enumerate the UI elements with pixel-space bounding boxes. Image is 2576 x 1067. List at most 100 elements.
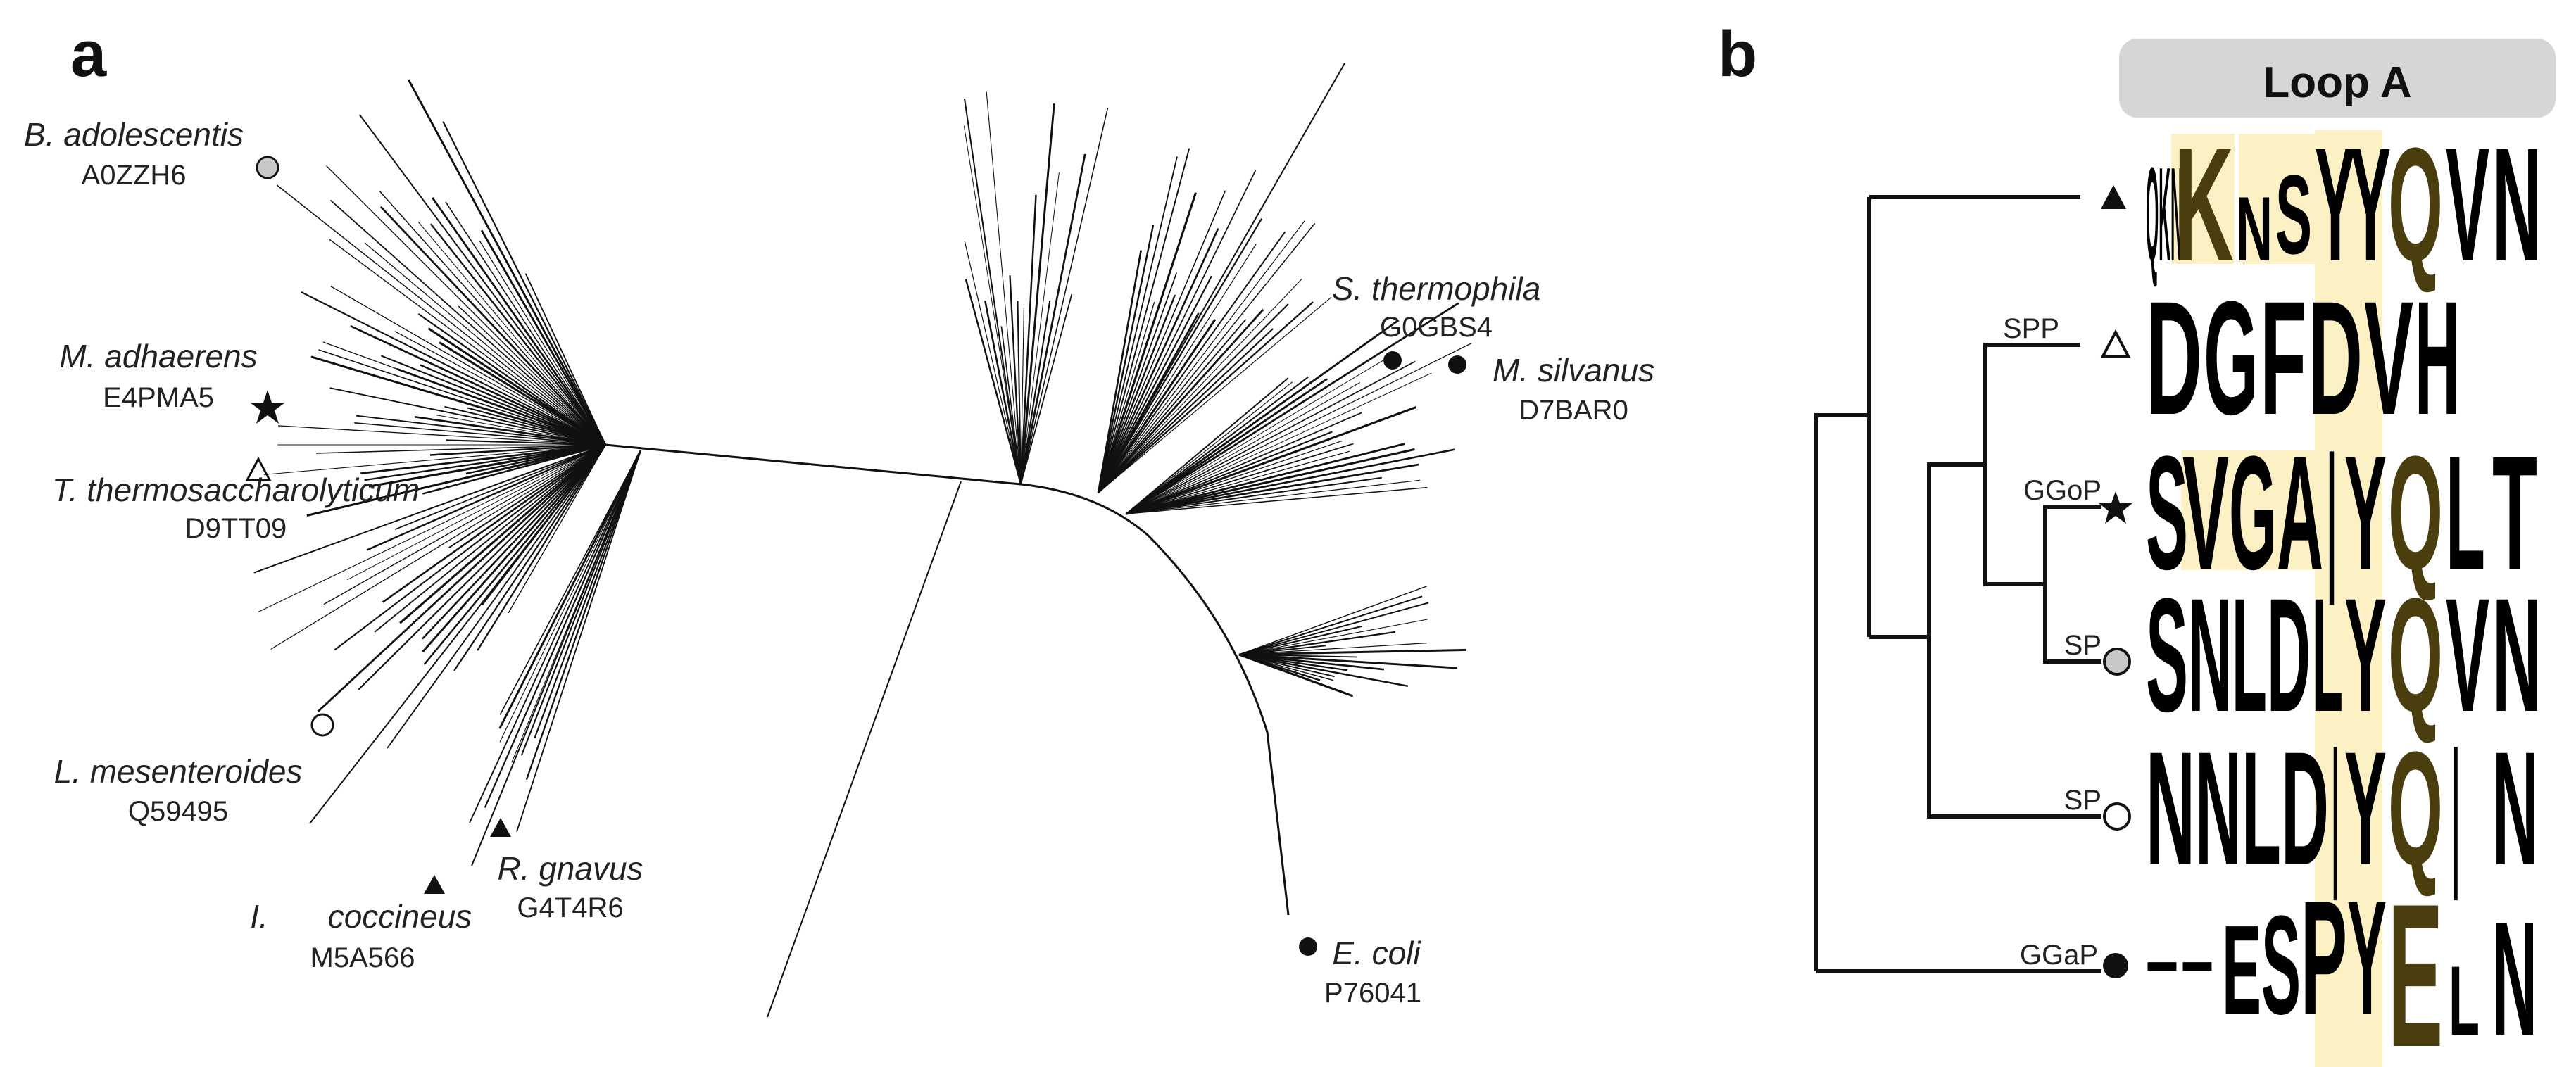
gray-circle-marker bbox=[2103, 648, 2131, 676]
logo-letter: S bbox=[2275, 151, 2312, 277]
tree-branch bbox=[1000, 326, 1022, 485]
logo-letter: V bbox=[2182, 422, 2229, 603]
tree-branch bbox=[1126, 377, 1289, 514]
tree-branch bbox=[1020, 172, 1060, 485]
tree-branch bbox=[1238, 602, 1429, 655]
logo-letter: N bbox=[2146, 718, 2195, 899]
tree-branch bbox=[1098, 222, 1316, 493]
highlight-yy bbox=[2239, 134, 2315, 264]
tree-branch bbox=[1098, 170, 1257, 493]
logo-letter: D bbox=[2308, 267, 2363, 448]
logo-letter: E bbox=[2222, 899, 2261, 1041]
tree-branch bbox=[1097, 228, 1219, 493]
tree-branch bbox=[481, 444, 606, 606]
accession-label: D9TT09 bbox=[185, 513, 287, 544]
tree-branch bbox=[422, 444, 607, 652]
tree-branch bbox=[429, 223, 606, 446]
tree-branch bbox=[1098, 190, 1226, 493]
tree-branch bbox=[329, 387, 606, 446]
tree-branch bbox=[1098, 328, 1274, 493]
panel-a: a B. adolescentis A0ZZH6 M. adhaerens E4… bbox=[24, 18, 1654, 1018]
logo-letter: Y bbox=[2344, 422, 2387, 603]
highlight-columns bbox=[2171, 130, 2382, 1067]
logo-letter: H bbox=[2415, 267, 2460, 448]
tree-backbone bbox=[605, 443, 1290, 916]
tree-branch bbox=[480, 229, 607, 446]
tree-branch bbox=[445, 201, 606, 446]
gray-circle-marker bbox=[256, 156, 279, 179]
tree-branch bbox=[1098, 303, 1289, 493]
tree-branch bbox=[525, 450, 642, 781]
panel-a-label: a bbox=[70, 18, 107, 90]
logo-row-6: – – E S P Y E L N bbox=[2146, 861, 2537, 1067]
filled-circle-marker bbox=[1448, 355, 1466, 374]
tree-branch bbox=[448, 444, 606, 549]
accession-label: P76041 bbox=[1324, 978, 1421, 1009]
logo-letter: D bbox=[2267, 564, 2311, 745]
tree-branch bbox=[1238, 653, 1457, 669]
accession-label: M5A566 bbox=[310, 942, 415, 973]
tree-branch bbox=[432, 197, 607, 446]
species-label: I. bbox=[250, 898, 268, 935]
tree-branch bbox=[1126, 319, 1400, 515]
logo-letter: G bbox=[2229, 422, 2277, 603]
tree-branch bbox=[310, 355, 606, 446]
tree-branch bbox=[1126, 448, 1455, 515]
tree-branch bbox=[986, 91, 1022, 485]
taxon-l-mesenteroides: L. mesenteroides Q59495 bbox=[54, 713, 334, 827]
tree-branch bbox=[1098, 218, 1263, 493]
branch-sp-open bbox=[1927, 637, 2101, 819]
logo-row-2: D G F D V H bbox=[2146, 267, 2460, 448]
tree-branch bbox=[415, 415, 606, 446]
tree-branch bbox=[498, 450, 642, 729]
accession-label: A0ZZH6 bbox=[82, 160, 187, 191]
logo-letter: Y bbox=[2344, 564, 2387, 745]
tree-branch bbox=[318, 349, 606, 446]
branch-long-2 bbox=[767, 481, 962, 1018]
logo-letter: P bbox=[2301, 867, 2347, 1048]
tree-branch bbox=[326, 165, 606, 446]
tree-branch bbox=[469, 450, 641, 823]
tree-branch bbox=[422, 444, 606, 640]
tree-branch bbox=[984, 301, 1022, 485]
logo-letter: V bbox=[2446, 114, 2489, 295]
logo-letter: N bbox=[2236, 177, 2273, 280]
tree-branch bbox=[264, 444, 606, 475]
filled-circle-marker bbox=[1299, 937, 1317, 956]
tree-branch bbox=[330, 286, 606, 446]
logo-letter: L bbox=[2232, 564, 2267, 745]
logo-letter: V bbox=[2364, 267, 2413, 448]
tree-branch bbox=[1238, 586, 1427, 655]
species-label: M. silvanus bbox=[1493, 352, 1654, 389]
tree-branch bbox=[484, 450, 642, 808]
logo-letter: N bbox=[2492, 114, 2542, 295]
tree-branch bbox=[1126, 302, 1459, 515]
accession-label: E4PMA5 bbox=[103, 382, 214, 413]
tree-branch bbox=[442, 121, 606, 446]
tree-branch bbox=[1126, 381, 1293, 514]
tree-branch bbox=[1126, 360, 1416, 514]
species-label: B. adolescentis bbox=[24, 116, 244, 153]
logo-letter: Q bbox=[2388, 718, 2443, 899]
branch-long-1 bbox=[471, 450, 641, 866]
logo-letter: D bbox=[2281, 718, 2329, 899]
tree-branch bbox=[317, 443, 606, 712]
logo-letter: S bbox=[2146, 564, 2188, 745]
tree-branch bbox=[277, 425, 606, 446]
species-label: E. coli bbox=[1332, 935, 1421, 971]
tree-branch bbox=[1019, 153, 1086, 485]
tree-branch bbox=[1126, 440, 1343, 514]
tree-branch bbox=[1238, 619, 1428, 655]
clade-root bbox=[1814, 413, 1869, 971]
logo-letter: Y bbox=[2344, 718, 2387, 899]
logo-letter: Q bbox=[2388, 114, 2443, 295]
logo-letter: | bbox=[2451, 718, 2460, 901]
tree-branch bbox=[423, 444, 606, 665]
taxon-r-gnavus: R. gnavus G4T4R6 bbox=[490, 818, 643, 923]
tree-branch bbox=[364, 242, 606, 446]
tree-branch bbox=[379, 191, 606, 446]
branch-fans bbox=[253, 79, 1472, 832]
logo-letter: N bbox=[2195, 718, 2242, 899]
unrooted-tree bbox=[309, 63, 1345, 1018]
species-label: L. mesenteroides bbox=[54, 753, 303, 790]
